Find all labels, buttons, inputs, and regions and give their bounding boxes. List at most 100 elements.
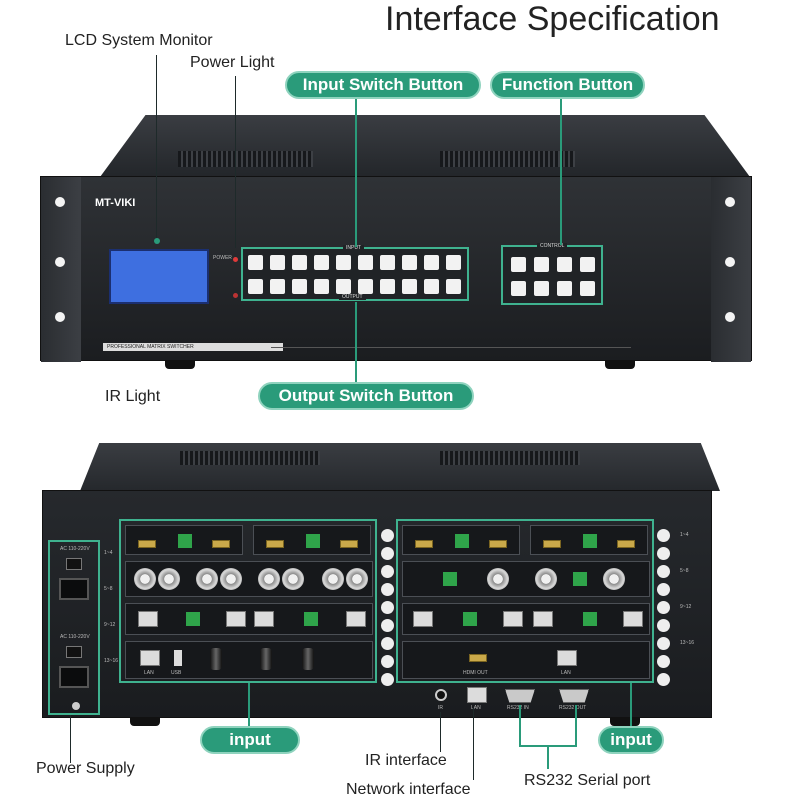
slot-select-button[interactable] [657, 601, 670, 614]
power-switch-2[interactable] [66, 646, 82, 658]
label-function-button: Function Button [490, 71, 645, 99]
slot-select-button[interactable] [381, 637, 394, 650]
slot-label-left: 1~4 [104, 550, 113, 556]
input-switch-button[interactable] [270, 255, 285, 270]
terminal-block [178, 534, 192, 548]
slot-select-button[interactable] [381, 565, 394, 578]
function-button[interactable] [534, 281, 549, 296]
slot-select-button[interactable] [381, 673, 394, 686]
function-button[interactable] [580, 281, 595, 296]
function-button[interactable] [580, 257, 595, 272]
lan-port-left[interactable] [140, 650, 160, 666]
bnc-port [220, 568, 242, 590]
front-chassis-top [100, 115, 750, 177]
output-switch-button[interactable] [402, 279, 417, 294]
front-panel: MT-VIKI POWER INPUT OUTPUT CONTROL PROFE… [40, 176, 752, 362]
function-button[interactable] [511, 257, 526, 272]
terminal-block [573, 572, 587, 586]
back-panel: LAN USB [42, 490, 712, 718]
slot-select-button[interactable] [657, 673, 670, 686]
ground-icon [72, 702, 80, 710]
lan-port-center[interactable] [467, 687, 487, 703]
terminal-block [583, 612, 597, 626]
power-switch-1[interactable] [66, 558, 82, 570]
slot-select-button[interactable] [381, 547, 394, 560]
hdmi-port [340, 540, 358, 548]
bnc-port [134, 568, 156, 590]
usb-port[interactable] [174, 650, 182, 666]
slot-select-button[interactable] [381, 529, 394, 542]
hdmi-port [543, 540, 561, 548]
slot-select-button[interactable] [381, 655, 394, 668]
leader-lcd [156, 55, 157, 242]
slot-select-button[interactable] [381, 601, 394, 614]
hdmi-out-port[interactable] [469, 654, 487, 662]
terminal-block [463, 612, 477, 626]
lan-center-label: LAN [471, 705, 481, 711]
antenna-connector [260, 648, 272, 670]
input-switch-button[interactable] [292, 255, 307, 270]
ac-label-1: AC 110-220V [60, 546, 90, 552]
back-chassis-top [80, 443, 720, 491]
slot-select-button[interactable] [657, 565, 670, 578]
label-ir-light: IR Light [105, 388, 161, 405]
input-output-button-panel: INPUT OUTPUT [241, 245, 469, 301]
slot-label-right: 9~12 [680, 604, 692, 610]
ir-led [233, 293, 238, 298]
rack-ear-left [41, 177, 81, 362]
rack-hole [725, 312, 735, 322]
function-button[interactable] [557, 281, 572, 296]
bnc-port [346, 568, 368, 590]
function-button[interactable] [511, 281, 526, 296]
input-switch-button[interactable] [402, 255, 417, 270]
output-switch-button[interactable] [424, 279, 439, 294]
input-switch-button[interactable] [314, 255, 329, 270]
output-switch-button[interactable] [248, 279, 263, 294]
leader-input-right [630, 683, 632, 727]
output-switch-button[interactable] [380, 279, 395, 294]
function-button[interactable] [534, 257, 549, 272]
rj45-port [413, 611, 433, 627]
slot-select-button[interactable] [657, 547, 670, 560]
output-switch-button[interactable] [336, 279, 351, 294]
rs232-out-port[interactable] [559, 689, 589, 703]
label-network-interface: Network interface [346, 781, 471, 798]
hdmi-port [266, 540, 284, 548]
input-switch-button[interactable] [336, 255, 351, 270]
slot-select-button[interactable] [657, 637, 670, 650]
hdmi-card [253, 525, 371, 555]
slot-select-button[interactable] [381, 619, 394, 632]
slot-select-button[interactable] [657, 529, 670, 542]
front-foot-left [165, 361, 195, 369]
hdmi-port [415, 540, 433, 548]
rack-hole [55, 312, 65, 322]
output-switch-button[interactable] [292, 279, 307, 294]
rs232-in-port[interactable] [505, 689, 535, 703]
bnc-port [535, 568, 557, 590]
slot-select-button[interactable] [657, 583, 670, 596]
lan-port-right[interactable] [557, 650, 577, 666]
rack-hole [55, 197, 65, 207]
rack-ear-right [711, 177, 751, 362]
lan-left-label: LAN [144, 670, 154, 676]
input-switch-button[interactable] [380, 255, 395, 270]
back-foot-right [610, 718, 640, 726]
slot-select-button[interactable] [381, 583, 394, 596]
slot-select-button[interactable] [657, 655, 670, 668]
output-switch-button[interactable] [270, 279, 285, 294]
input-switch-button[interactable] [446, 255, 461, 270]
leader-ir [440, 712, 441, 752]
rj45-port [226, 611, 246, 627]
input-switch-button[interactable] [248, 255, 263, 270]
function-button[interactable] [557, 257, 572, 272]
output-switch-button[interactable] [446, 279, 461, 294]
input-switch-button[interactable] [358, 255, 373, 270]
slot-select-button[interactable] [657, 619, 670, 632]
input-switch-button[interactable] [424, 255, 439, 270]
output-switch-button[interactable] [314, 279, 329, 294]
input-module-left: LAN USB [119, 519, 377, 683]
ir-jack[interactable] [435, 689, 447, 701]
slot-label-left: 13~16 [104, 658, 119, 664]
power-led [233, 257, 238, 262]
output-switch-button[interactable] [358, 279, 373, 294]
